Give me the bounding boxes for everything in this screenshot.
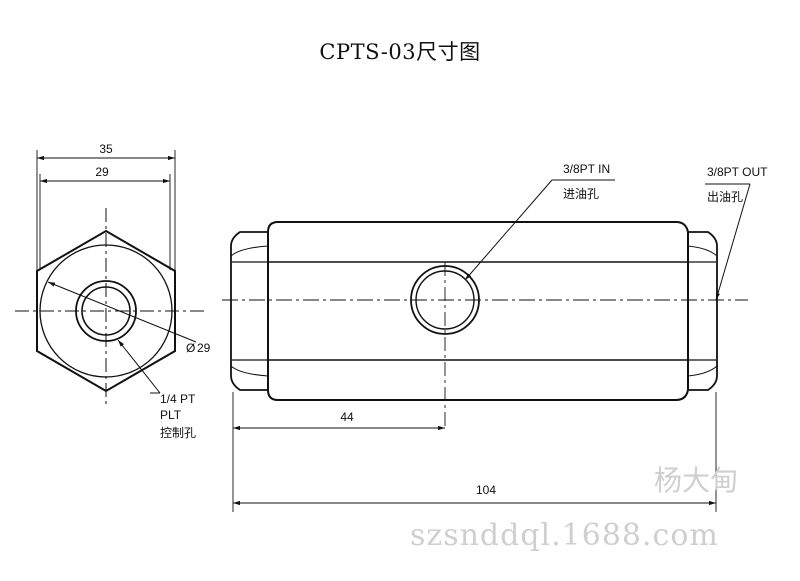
left-end-nut [230,231,269,391]
page-title: CPTS-03尺寸图 [319,40,481,64]
diameter-value-label: 29 [197,341,211,355]
end-view-port-inner [81,286,131,336]
inlet-leader [464,179,553,281]
outlet-leader [715,183,751,301]
main-body [267,221,689,401]
control-port-plt: PLT [160,408,182,422]
watermark-name: 杨大甸 [654,464,738,497]
end-view-port-outer [75,280,137,342]
dim-35-label: 35 [99,142,113,156]
control-port-leader [117,339,161,394]
outlet-port-name: 出油孔 [707,190,743,204]
diameter-leader [47,281,197,343]
dim-29-label: 29 [95,165,109,179]
right-nut-curve-bottom [687,365,718,377]
inlet-port-name: 进油孔 [563,187,599,201]
watermark-site: szsnddql.1688.com [410,518,719,553]
dim-44-label: 44 [340,410,354,424]
left-nut-curve-bottom [230,365,269,377]
left-nut-curve-top [230,245,269,257]
inlet-port-code: 3/8PT IN [563,162,610,176]
end-view-hexagon [36,229,176,393]
end-view-chamfer-circle [39,244,173,378]
right-nut-curve-top [687,245,718,257]
side-view [222,179,751,512]
control-port-name: 控制孔 [160,426,196,440]
outlet-port-code: 3/8PT OUT [707,165,768,179]
end-view [15,150,205,408]
dim-104-label: 104 [476,483,496,497]
control-port-code: 1/4 PT [160,392,196,406]
right-end-nut [687,231,718,391]
diameter-symbol: Ø [186,341,195,355]
